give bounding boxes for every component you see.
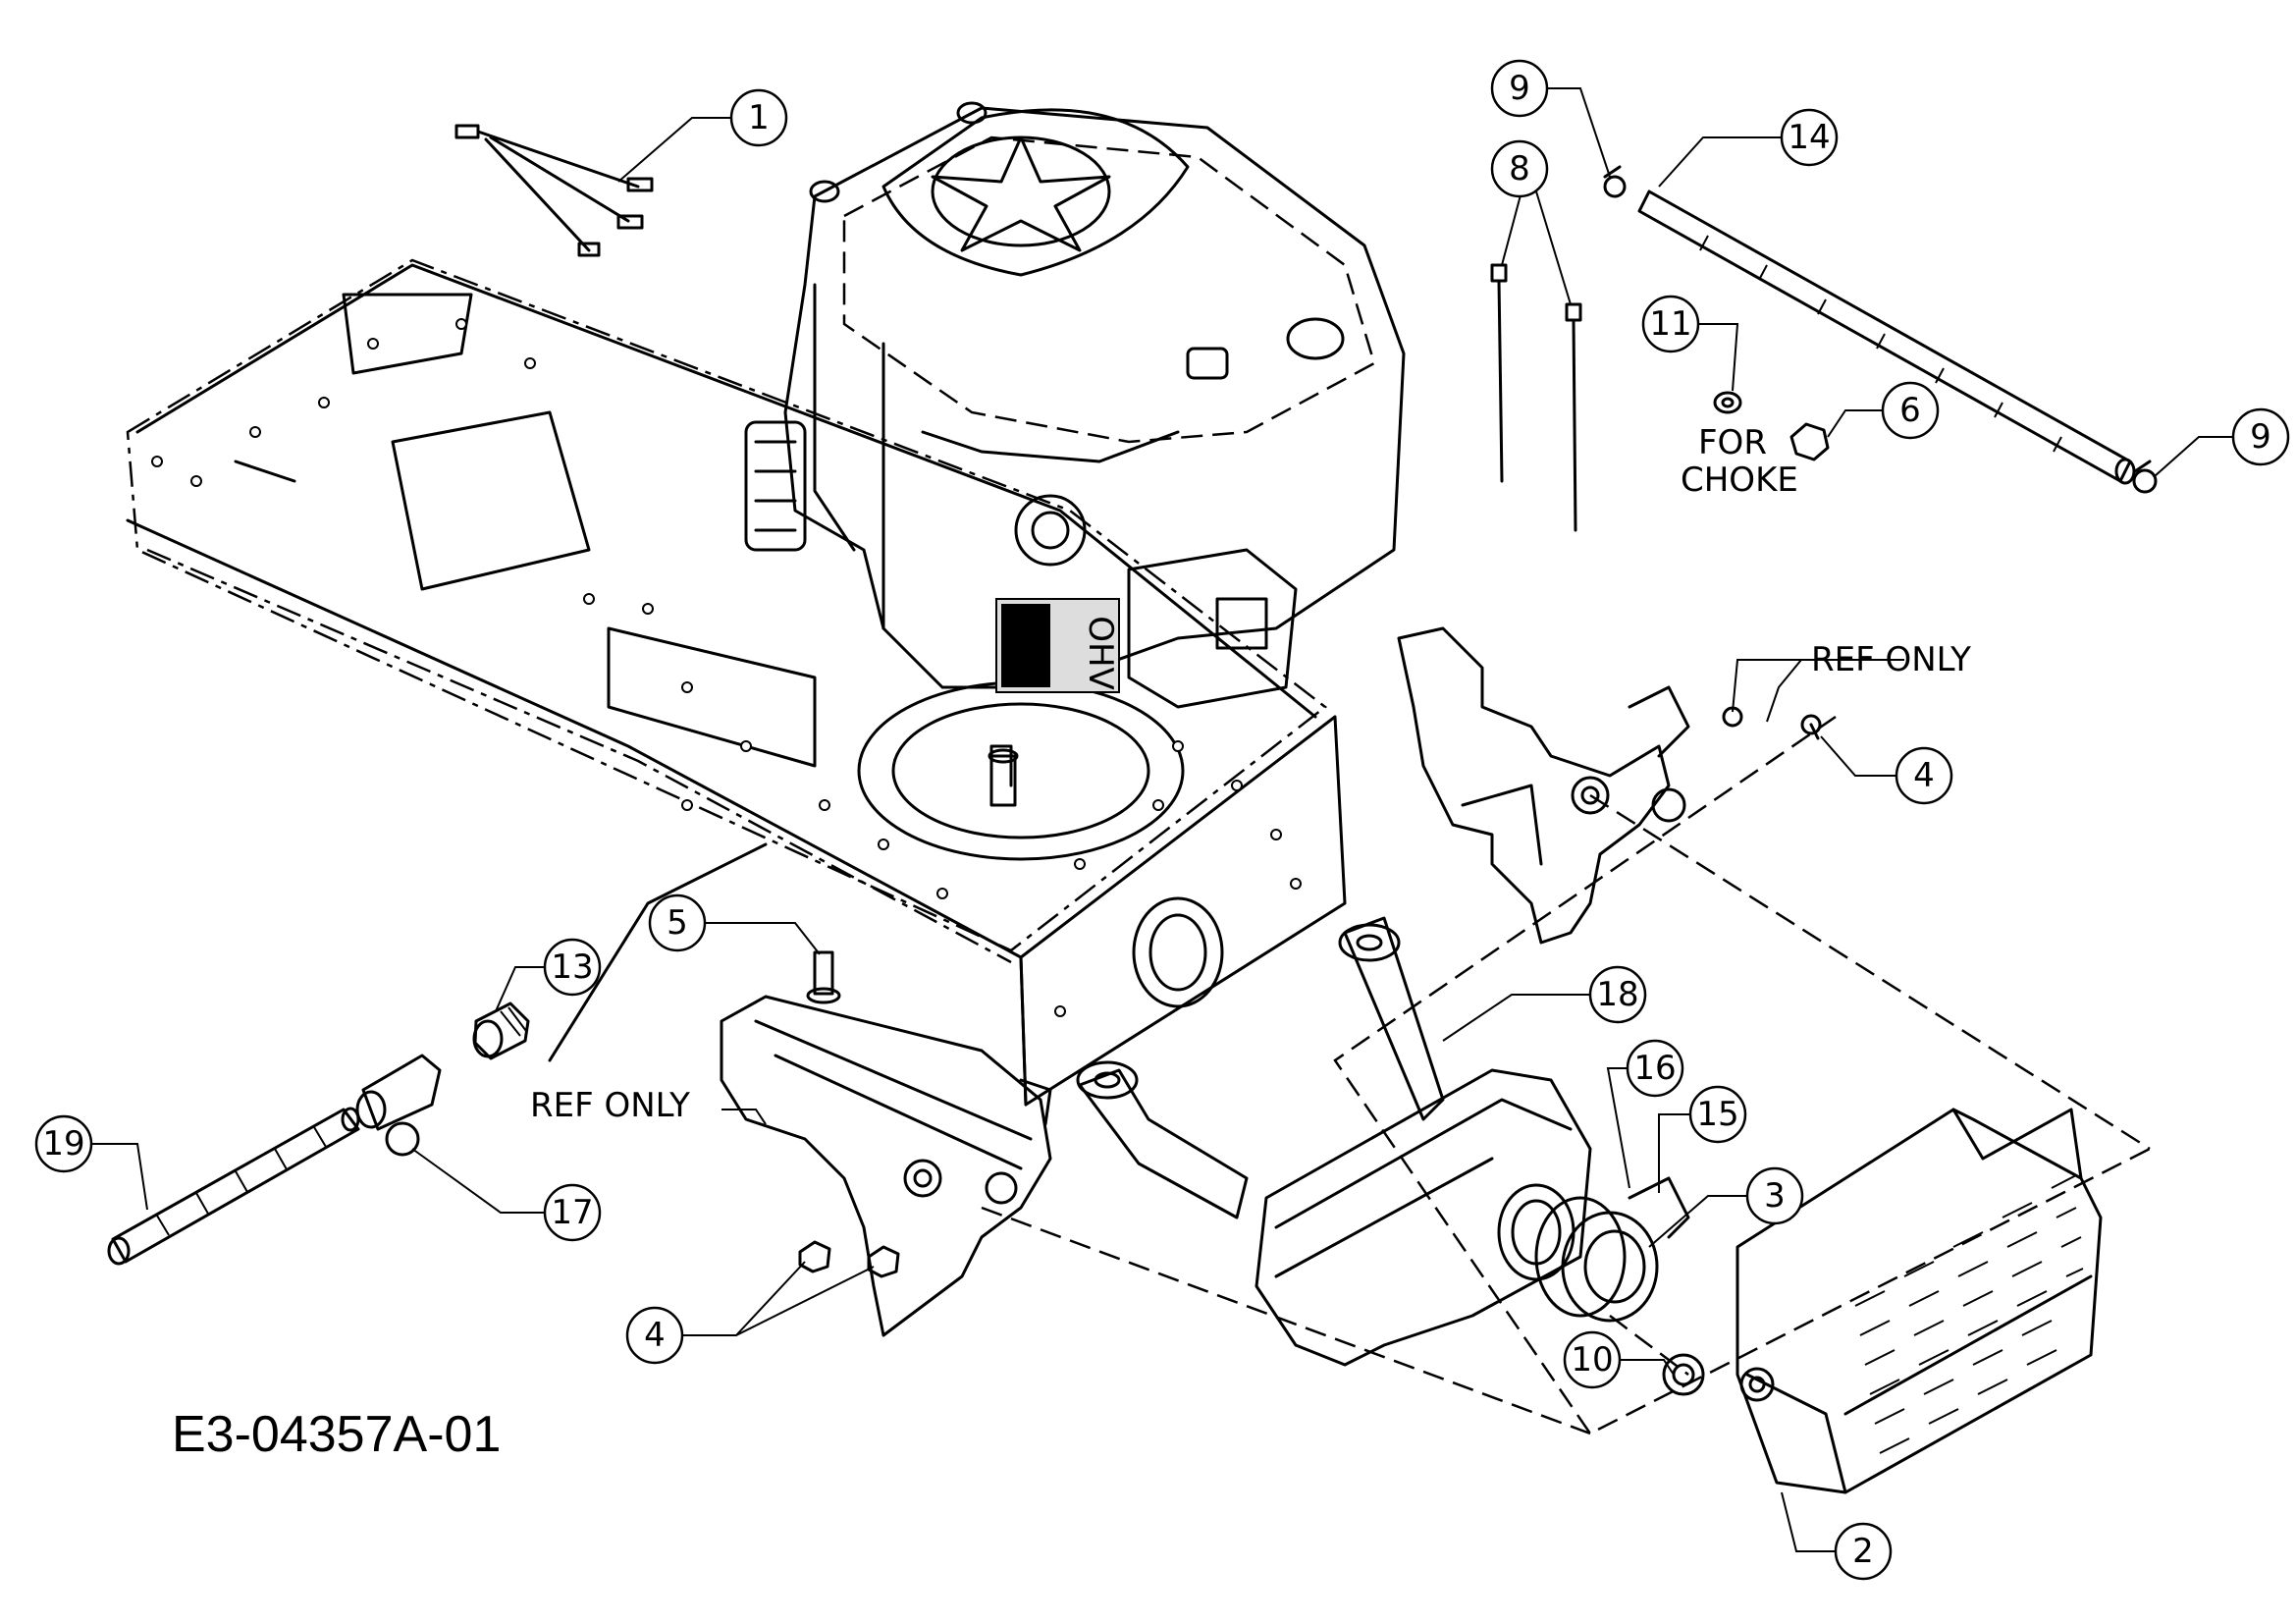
svg-text:6: 6: [1899, 391, 1921, 430]
svg-text:9: 9: [1509, 69, 1530, 108]
callout-leaders: [91, 87, 2233, 1552]
callout-5: 5: [648, 893, 707, 952]
fuel-fittings: [107, 1001, 530, 1266]
callout-6: 6: [1881, 381, 1940, 440]
svg-text:16: 16: [1633, 1049, 1676, 1088]
svg-text:17: 17: [551, 1193, 593, 1232]
drawing-number: E3-04357A-01: [172, 1406, 501, 1463]
spark-arrestor: [1534, 1176, 1690, 1323]
svg-text:1: 1: [748, 98, 770, 137]
svg-text:11: 11: [1649, 304, 1691, 344]
callout-16: 16: [1626, 1039, 1684, 1098]
left-muffler-bracket: [720, 950, 1052, 1337]
svg-text:4: 4: [1913, 756, 1935, 795]
svg-text:3: 3: [1764, 1176, 1786, 1216]
wire-harness: [454, 124, 654, 257]
engine: OHV: [744, 101, 1406, 807]
callout-9-right: 9: [2231, 407, 2290, 466]
right-muffler-bracket: [1397, 626, 1822, 945]
callout-15: 15: [1688, 1085, 1747, 1144]
svg-text:4: 4: [644, 1316, 666, 1355]
flywheel-cover: [931, 135, 1111, 252]
starter-motor: [744, 420, 807, 552]
fuel-line: [1637, 189, 2136, 485]
callout-13: 13: [543, 938, 602, 997]
assembly-lines: [981, 715, 2151, 1435]
guard-louvers: [1854, 1174, 2084, 1454]
svg-text:8: 8: [1509, 149, 1530, 189]
cable-ties: [1490, 263, 1582, 532]
callout-4-right: 4: [1895, 746, 1953, 805]
callout-2: 2: [1834, 1522, 1893, 1581]
svg-text:10: 10: [1571, 1340, 1613, 1380]
svg-text:OHV: OHV: [1081, 616, 1120, 690]
callout-10: 10: [1563, 1330, 1622, 1389]
svg-text:19: 19: [42, 1124, 84, 1164]
callout-4-left: 4: [625, 1306, 684, 1365]
svg-text:14: 14: [1788, 118, 1830, 157]
svg-text:9: 9: [2250, 417, 2271, 457]
ref-only-right-note: REF ONLY: [1811, 640, 1971, 679]
muffler: [1255, 1068, 1592, 1367]
chassis-frame: [126, 258, 1347, 1107]
crankshaft: [988, 748, 1019, 807]
ref-only-left-note: REF ONLY: [530, 1086, 690, 1125]
callout-3: 3: [1745, 1166, 1804, 1225]
choke-hardware: [1713, 391, 1830, 461]
for-choke-note-line2: CHOKE: [1681, 460, 1798, 500]
svg-text:15: 15: [1696, 1095, 1738, 1134]
callout-11: 11: [1641, 295, 1700, 353]
svg-text:2: 2: [1852, 1532, 1874, 1571]
carburetor: [1014, 494, 1298, 709]
frame-holes: [151, 318, 1302, 1017]
svg-text:5: 5: [667, 903, 688, 943]
exhaust-pipe: [1076, 916, 1445, 1219]
callout-14: 14: [1780, 108, 1839, 167]
callout-8: 8: [1490, 139, 1549, 198]
callout-1: 1: [729, 88, 788, 147]
engine-decal: OHV: [995, 598, 1120, 693]
svg-text:18: 18: [1596, 975, 1638, 1014]
svg-text:13: 13: [551, 947, 593, 987]
hose-clamps-upper: [1603, 165, 2158, 494]
callout-17: 17: [543, 1183, 602, 1242]
muffler-guard: [1662, 1108, 2103, 1494]
callout-19: 19: [34, 1114, 93, 1173]
for-choke-note-line1: FOR: [1698, 423, 1767, 462]
callout-9-upper: 9: [1490, 59, 1549, 118]
bolt-5: [806, 950, 841, 1004]
callout-18: 18: [1588, 965, 1647, 1024]
